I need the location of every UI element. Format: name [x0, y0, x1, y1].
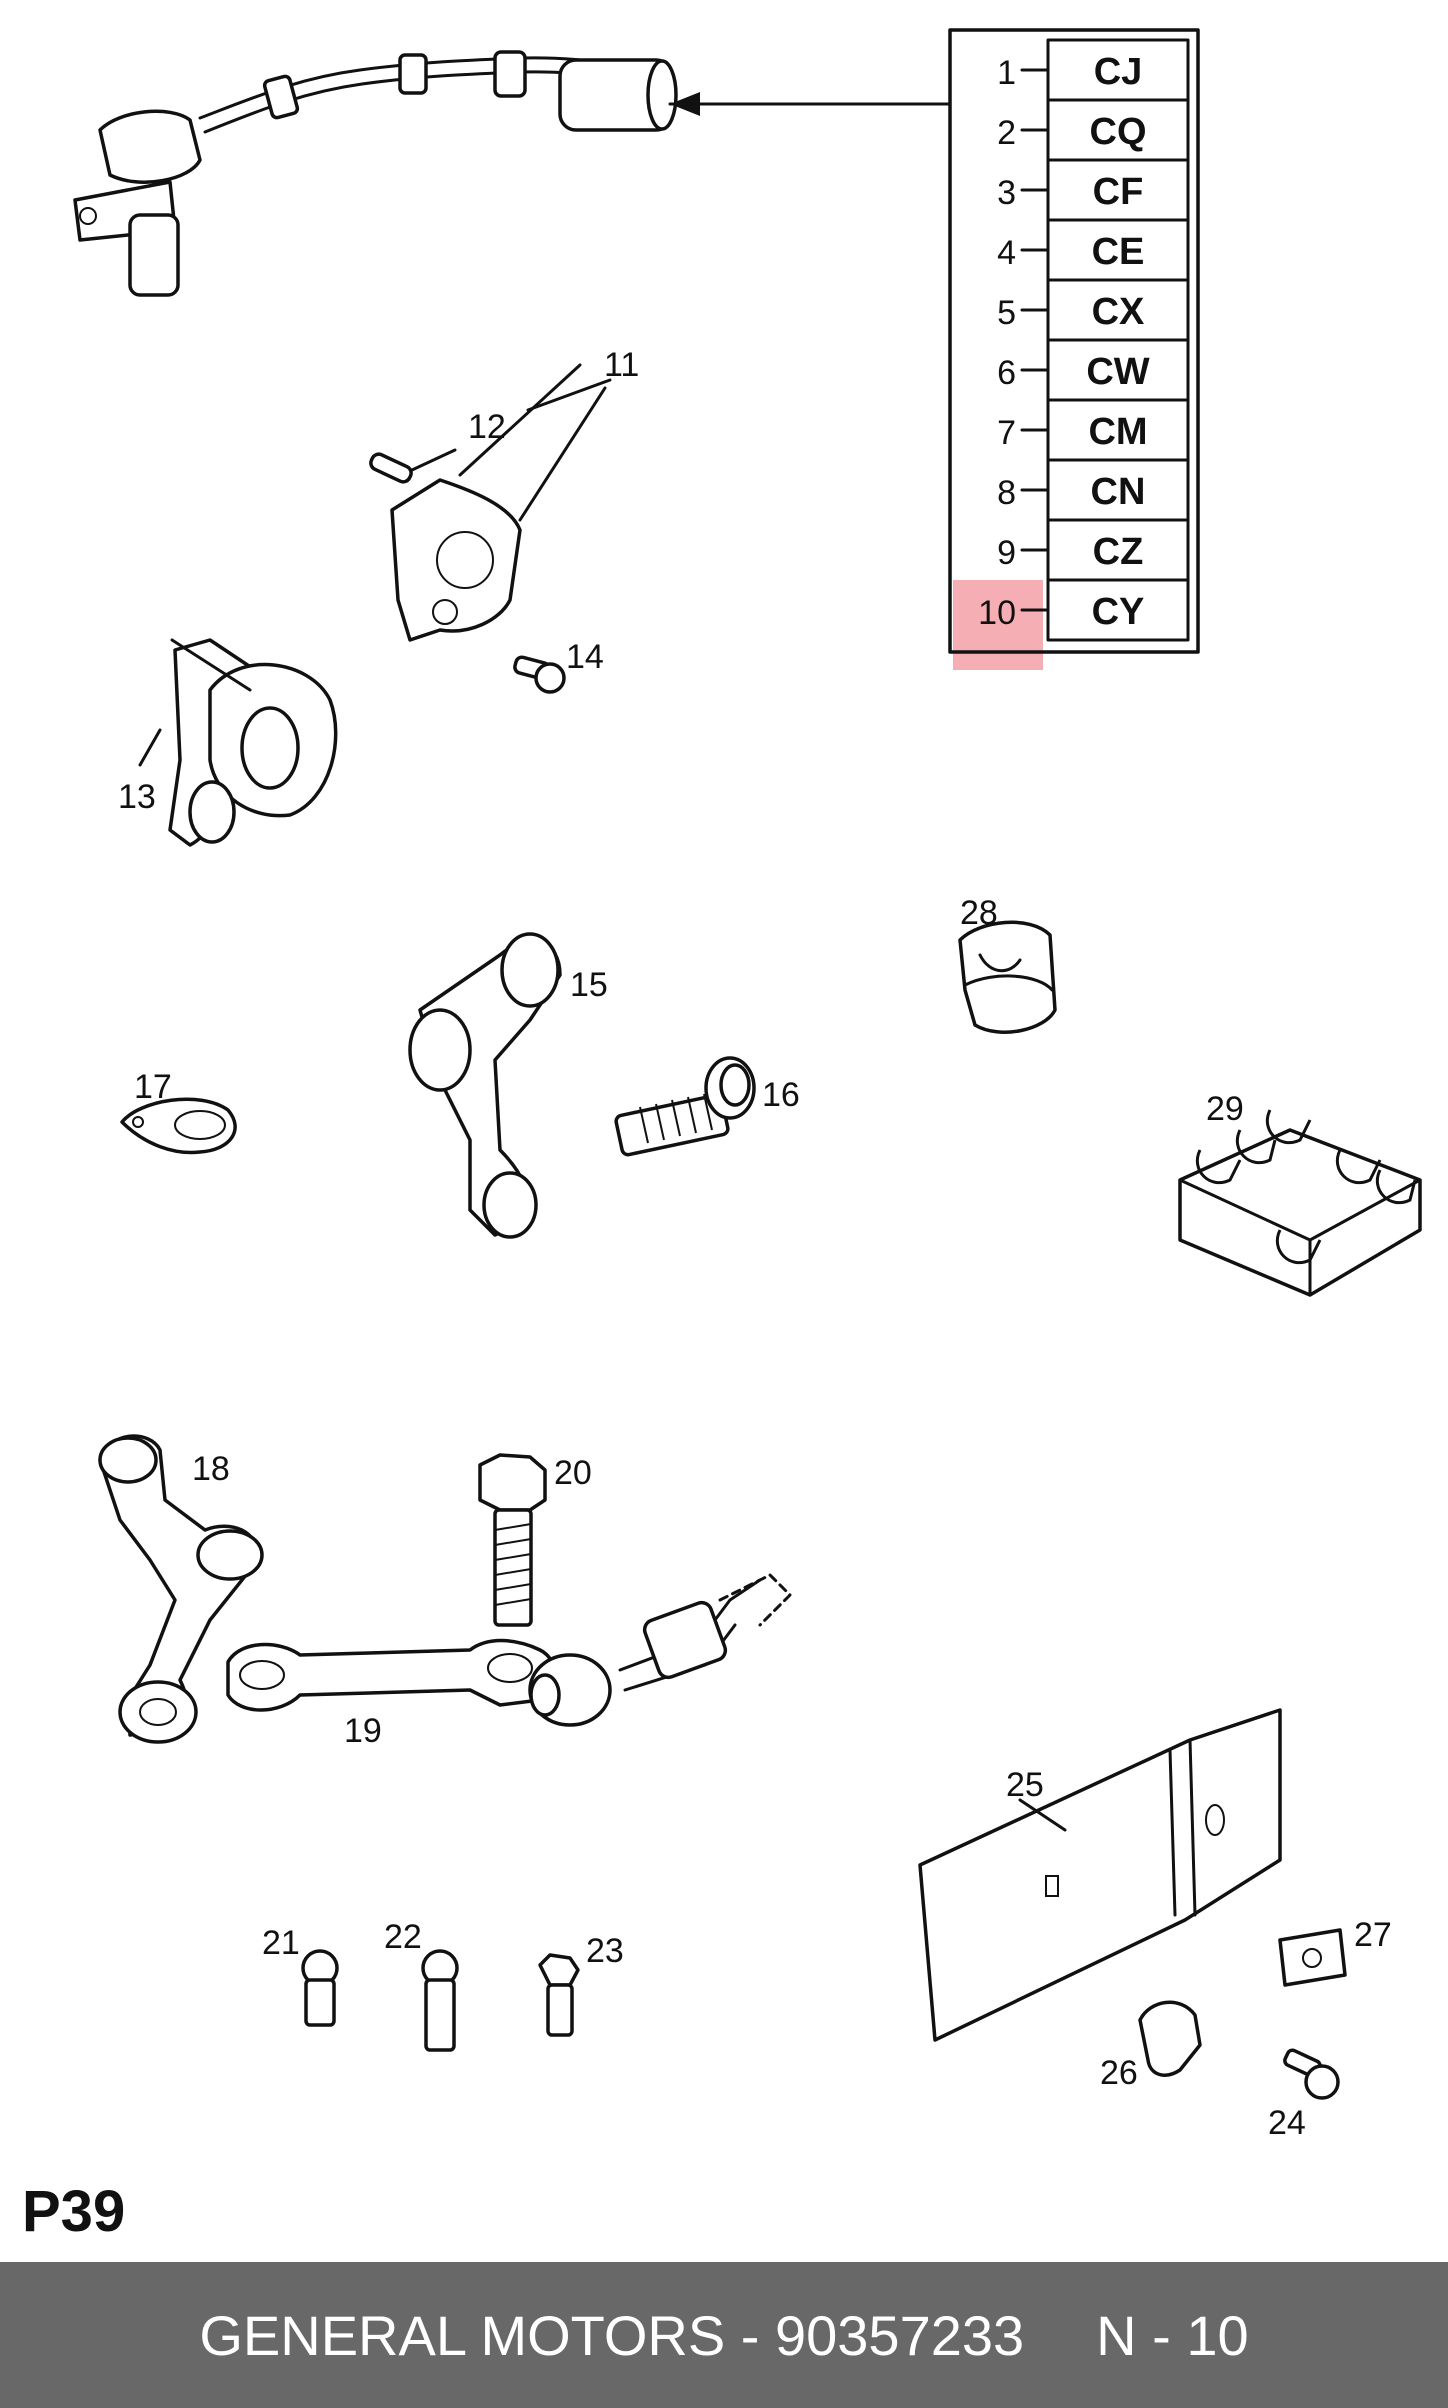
variant-row-code: CJ: [1094, 51, 1143, 93]
variant-row-code: CX: [1092, 291, 1145, 333]
callout-labels: 11 12 13 14 15 16 17 18 19 20 21 22 23 2…: [118, 346, 1392, 2142]
gasket-17-drawing: [120, 1097, 237, 1155]
variant-row-code: CN: [1091, 471, 1146, 513]
callout-13: 13: [118, 778, 156, 816]
callout-26: 26: [1100, 2054, 1138, 2092]
variant-row-code: CW: [1086, 351, 1149, 393]
callout-17: 17: [134, 1068, 172, 1106]
page-code: P39: [22, 2179, 126, 2244]
pin-12-drawing: [369, 448, 457, 484]
callout-27: 27: [1354, 1916, 1392, 1954]
variant-row-number: 10: [978, 594, 1016, 632]
bolt-16-drawing: [614, 1056, 756, 1157]
variant-row-code: CF: [1093, 171, 1144, 213]
variant-row-number: 1: [997, 54, 1016, 92]
callout-20: 20: [554, 1454, 592, 1492]
footer-brand-part: GENERAL MOTORS - 90357233: [199, 2303, 1025, 2367]
variant-row-number: 8: [997, 474, 1016, 512]
callout-11: 11: [604, 346, 639, 384]
bolt-20-drawing: [478, 1453, 547, 1627]
variant-row-code: CQ: [1090, 111, 1147, 153]
callout-29: 29: [1206, 1090, 1244, 1128]
footer-bar: GENERAL MOTORS - 90357233 N - 10: [0, 2262, 1448, 2408]
highlight-row-10: [953, 580, 1043, 670]
bracket-11-drawing: [390, 363, 612, 642]
callout-15: 15: [570, 966, 608, 1004]
variant-row-number: 3: [997, 174, 1016, 212]
clip-holder-29-drawing: [1178, 1109, 1422, 1297]
variant-row-code: CE: [1092, 231, 1145, 273]
variant-row-number: 6: [997, 354, 1016, 392]
callout-19: 19: [344, 1712, 382, 1750]
variant-row-number: 7: [997, 414, 1016, 452]
tensioner-13-drawing: [138, 638, 338, 847]
callout-16: 16: [762, 1076, 800, 1114]
callout-18: 18: [192, 1450, 230, 1488]
callout-22: 22: [384, 1918, 422, 1956]
callout-14: 14: [566, 638, 604, 676]
screw-14-drawing: [513, 655, 566, 694]
variant-row-number: 9: [997, 534, 1016, 572]
clips-24-26-27-drawing: [1138, 1928, 1347, 2100]
callout-23: 23: [586, 1932, 624, 1970]
clip-28-drawing: [958, 920, 1057, 1034]
variant-row-number: 4: [997, 234, 1016, 272]
variant-row-number: 5: [997, 294, 1016, 332]
variant-table: 1 CJ 2 CQ 3 CF 4 CE 5 CX 6 CW 7 CM 8 CN 9 CZ 10 CY: [668, 28, 1200, 670]
callout-28: 28: [960, 894, 998, 932]
callout-21: 21: [262, 1924, 300, 1962]
lever-15-drawing: [408, 932, 562, 1239]
linkage-18-19-drawing: [98, 1434, 792, 1744]
sensor-cable-drawing: [73, 50, 678, 297]
callout-24: 24: [1268, 2104, 1306, 2142]
variant-row-code: CM: [1088, 411, 1147, 453]
plate-25-drawing: [918, 1708, 1282, 2042]
variant-row-code: CZ: [1093, 531, 1144, 573]
variant-row-number: 2: [997, 114, 1016, 152]
callout-12: 12: [468, 408, 506, 446]
screws-21-22-23-drawing: [301, 1949, 580, 2052]
footer-position: N - 10: [1096, 2303, 1249, 2367]
variant-row-code: CY: [1092, 591, 1145, 633]
callout-25: 25: [1006, 1766, 1044, 1804]
parts-diagram: 1 CJ 2 CQ 3 CF 4 CE 5 CX 6 CW 7 CM 8 CN 9 CZ 10 CY: [73, 28, 1422, 2142]
